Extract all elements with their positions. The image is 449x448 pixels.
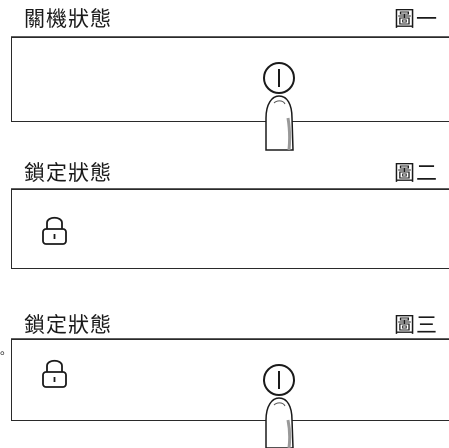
power-icon [263, 364, 295, 396]
power-icon [263, 62, 295, 94]
marker-dot: 。 [0, 343, 13, 357]
panel-1 [11, 37, 449, 122]
panel-2 [11, 189, 449, 269]
panel-3 [11, 339, 449, 421]
section-1-title: 關機狀態 [24, 7, 112, 31]
section-3-figure-label: 圖三 [394, 313, 438, 337]
section-1-figure-label: 圖一 [394, 7, 438, 31]
finger-icon [265, 397, 294, 448]
lock-icon [42, 359, 67, 388]
lock-icon [42, 216, 67, 245]
finger-icon [265, 95, 294, 151]
section-2-title: 鎖定狀態 [24, 161, 112, 185]
section-3-title: 鎖定狀態 [24, 313, 112, 337]
section-2-figure-label: 圖二 [394, 161, 438, 185]
